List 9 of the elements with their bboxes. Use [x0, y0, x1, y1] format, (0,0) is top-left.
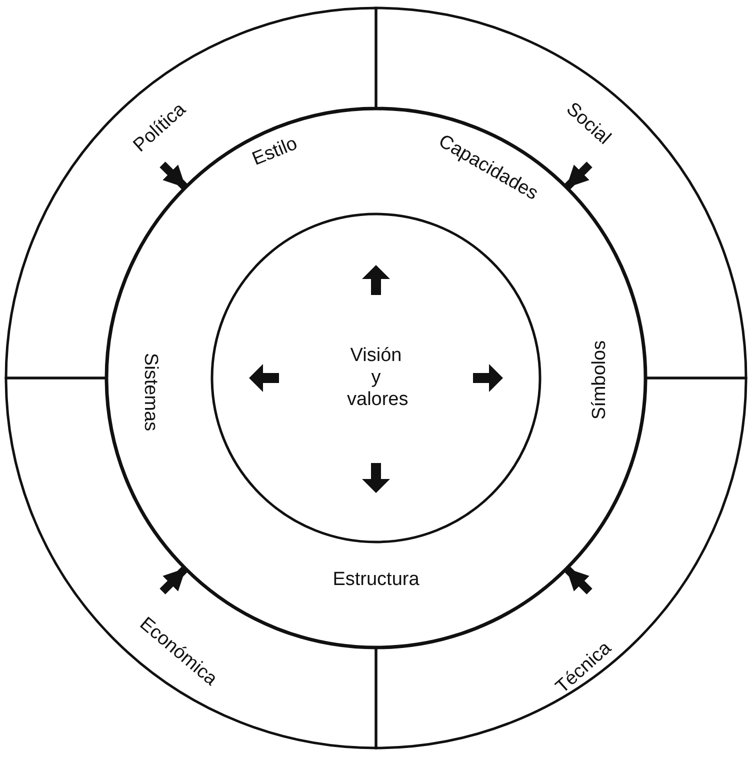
ring-label: Símbolos [589, 340, 611, 420]
arrow [160, 162, 188, 190]
arrow [160, 566, 188, 594]
ring-label: Sistemas [139, 352, 161, 432]
arrow [564, 566, 592, 594]
ring-label: Estilo [249, 133, 301, 171]
center-label: Visión y valores [347, 345, 405, 411]
ring-label: Estructura [332, 569, 420, 591]
arrow [564, 162, 592, 190]
